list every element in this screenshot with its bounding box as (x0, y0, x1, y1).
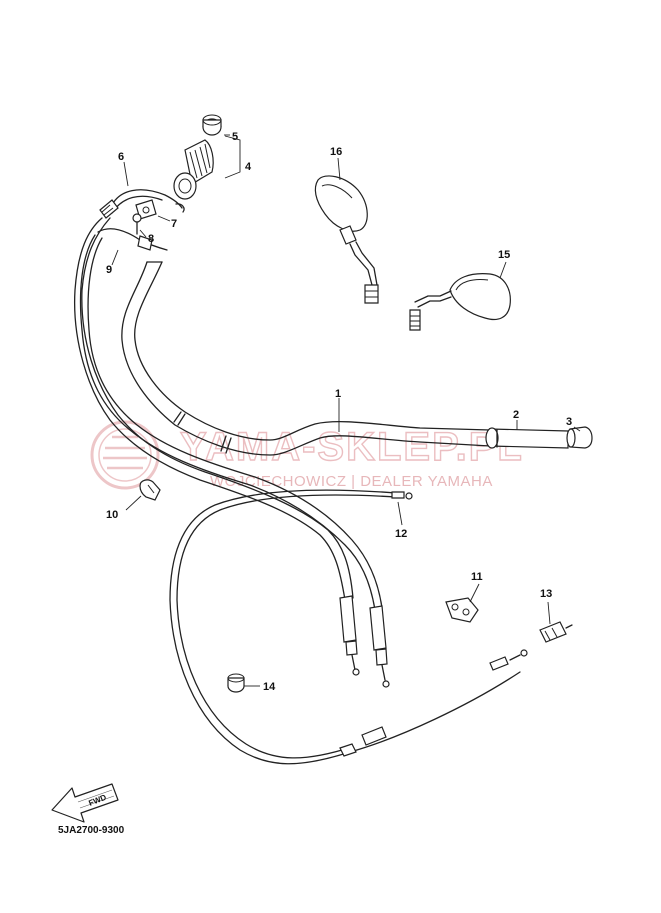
part-screw[interactable] (132, 213, 142, 235)
callout-4: 4 (245, 161, 252, 173)
callout-13: 13 (540, 588, 552, 600)
callout-7: 7 (171, 218, 177, 230)
callout-8: 8 (148, 233, 154, 245)
part-mirror-left[interactable] (314, 175, 379, 304)
part-grip[interactable] (485, 427, 569, 449)
callout-labels: 1 2 3 4 5 6 7 8 9 10 11 12 13 14 15 16 (106, 131, 572, 693)
callout-3: 3 (566, 416, 572, 428)
part-adjuster[interactable] (539, 621, 573, 643)
callout-14: 14 (263, 681, 276, 693)
callout-12: 12 (395, 528, 407, 540)
callout-15: 15 (498, 249, 510, 261)
callout-11: 11 (471, 571, 483, 583)
callout-9: 9 (106, 264, 112, 276)
part-throttle-grip[interactable] (173, 139, 214, 200)
fwd-arrow-icon: FWD (51, 783, 119, 823)
part-throttle-cable-1[interactable] (73, 189, 360, 676)
part-mirror-right[interactable] (409, 273, 511, 331)
watermark-logo (90, 420, 160, 490)
part-cable-clamp[interactable] (139, 479, 161, 501)
part-grip-end[interactable] (566, 426, 593, 449)
callout-2: 2 (513, 409, 519, 421)
part-bracket[interactable] (445, 597, 479, 623)
part-handlebar[interactable] (121, 261, 491, 456)
callout-6: 6 (118, 151, 124, 163)
callout-5: 5 (232, 131, 238, 143)
part-clutch-cable[interactable] (169, 489, 528, 765)
callout-16: 16 (330, 146, 342, 158)
leader-lines (111, 134, 581, 687)
part-throttle-cable-2[interactable] (79, 228, 390, 688)
watermark: YAMA-SKLEP.PL WOJCIECHOWICZ | DEALER YAM… (90, 420, 524, 490)
watermark-subtitle: WOJCIECHOWICZ | DEALER YAMAHA (210, 473, 493, 490)
watermark-title: YAMA-SKLEP.PL (180, 425, 524, 469)
callout-10: 10 (106, 509, 118, 521)
part-clip[interactable] (227, 673, 245, 693)
diagram-code: 5JA2700-9300 (58, 825, 125, 836)
part-collar[interactable] (202, 114, 222, 136)
callout-1: 1 (335, 388, 341, 400)
